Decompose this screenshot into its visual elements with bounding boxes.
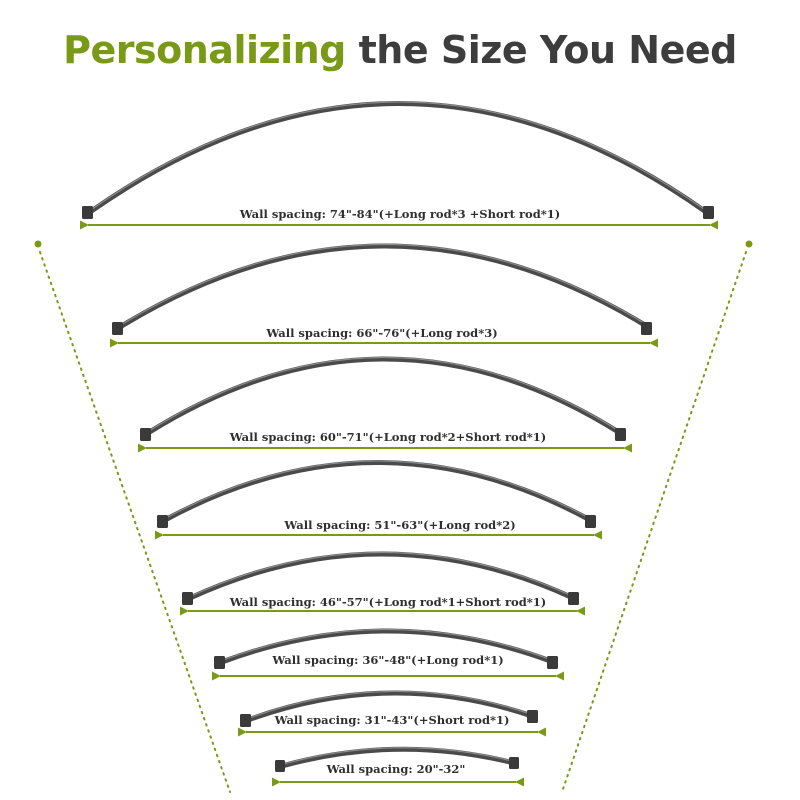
size-label: Wall spacing: 31"-43"(+Short rod*1) — [274, 713, 510, 727]
curved-rod — [87, 101, 709, 215]
wall-bracket-left — [157, 515, 168, 528]
size-row-7: Wall spacing: 31"-43"(+Short rod*1) — [237, 690, 547, 737]
guide-dot-right — [745, 240, 753, 248]
size-label: Wall spacing: 74"-84"(+Long rod*3 +Short… — [239, 207, 560, 221]
size-row-4: Wall spacing: 51"-63"(+Long rod*2) — [154, 460, 603, 540]
size-row-3: Wall spacing: 60"-71"(+Long rod*2+Short … — [137, 356, 633, 453]
rod-highlight — [281, 747, 515, 766]
rod-highlight — [221, 628, 554, 662]
curved-rod — [279, 746, 517, 769]
size-row-1: Wall spacing: 74"-84"(+Long rod*3 +Short… — [79, 101, 719, 230]
title-rest: the Size You Need — [345, 28, 738, 72]
guide-dot-left — [34, 240, 42, 248]
curved-rod — [245, 690, 535, 723]
curved-rod — [219, 628, 556, 665]
wall-bracket-right — [641, 322, 652, 335]
size-row-5: Wall spacing: 46"-57"(+Long rod*1+Short … — [179, 551, 586, 616]
size-label: Wall spacing: 60"-71"(+Long rod*2+Short … — [229, 430, 546, 444]
size-label: Wall spacing: 51"-63"(+Long rod*2) — [283, 518, 515, 532]
guide-line-left — [39, 251, 231, 793]
wall-bracket-right — [615, 428, 626, 441]
wall-bracket-left — [140, 428, 151, 441]
size-label: Wall spacing: 20"-32" — [326, 762, 466, 776]
size-row-8: Wall spacing: 20"-32" — [271, 746, 525, 787]
wall-bracket-left — [82, 206, 93, 219]
wall-bracket-left — [182, 592, 193, 605]
rod-highlight — [147, 357, 621, 433]
wall-bracket-left — [275, 760, 285, 772]
size-row-2: Wall spacing: 66"-76"(+Long rod*3) — [109, 243, 659, 348]
wall-bracket-right — [527, 710, 538, 723]
wall-bracket-left — [240, 714, 251, 727]
size-label: Wall spacing: 66"-76"(+Long rod*3) — [265, 326, 497, 340]
size-row-6: Wall spacing: 36"-48"(+Long rod*1) — [211, 628, 565, 681]
wall-bracket-right — [585, 515, 596, 528]
curved-rod — [117, 243, 651, 330]
wall-bracket-left — [112, 322, 123, 335]
curved-rod — [145, 356, 623, 436]
wall-bracket-right — [703, 206, 714, 219]
guide-lines — [34, 240, 753, 793]
page-title: Personalizing the Size You Need — [0, 28, 800, 72]
rod-highlight — [247, 690, 533, 720]
wall-bracket-right — [547, 656, 558, 669]
rod-highlight — [189, 551, 574, 598]
wall-bracket-right — [568, 592, 579, 605]
rod-highlight — [89, 101, 707, 211]
curved-rod — [187, 551, 576, 601]
size-label: Wall spacing: 46"-57"(+Long rod*1+Short … — [229, 595, 546, 609]
curved-rod — [162, 460, 593, 523]
title-accent: Personalizing — [63, 28, 346, 72]
rod-highlight — [164, 460, 591, 520]
guide-line-right — [561, 251, 747, 793]
wall-bracket-left — [214, 656, 225, 669]
rod-highlight — [119, 244, 649, 327]
size-label: Wall spacing: 36"-48"(+Long rod*1) — [271, 653, 503, 667]
wall-bracket-right — [509, 757, 519, 769]
